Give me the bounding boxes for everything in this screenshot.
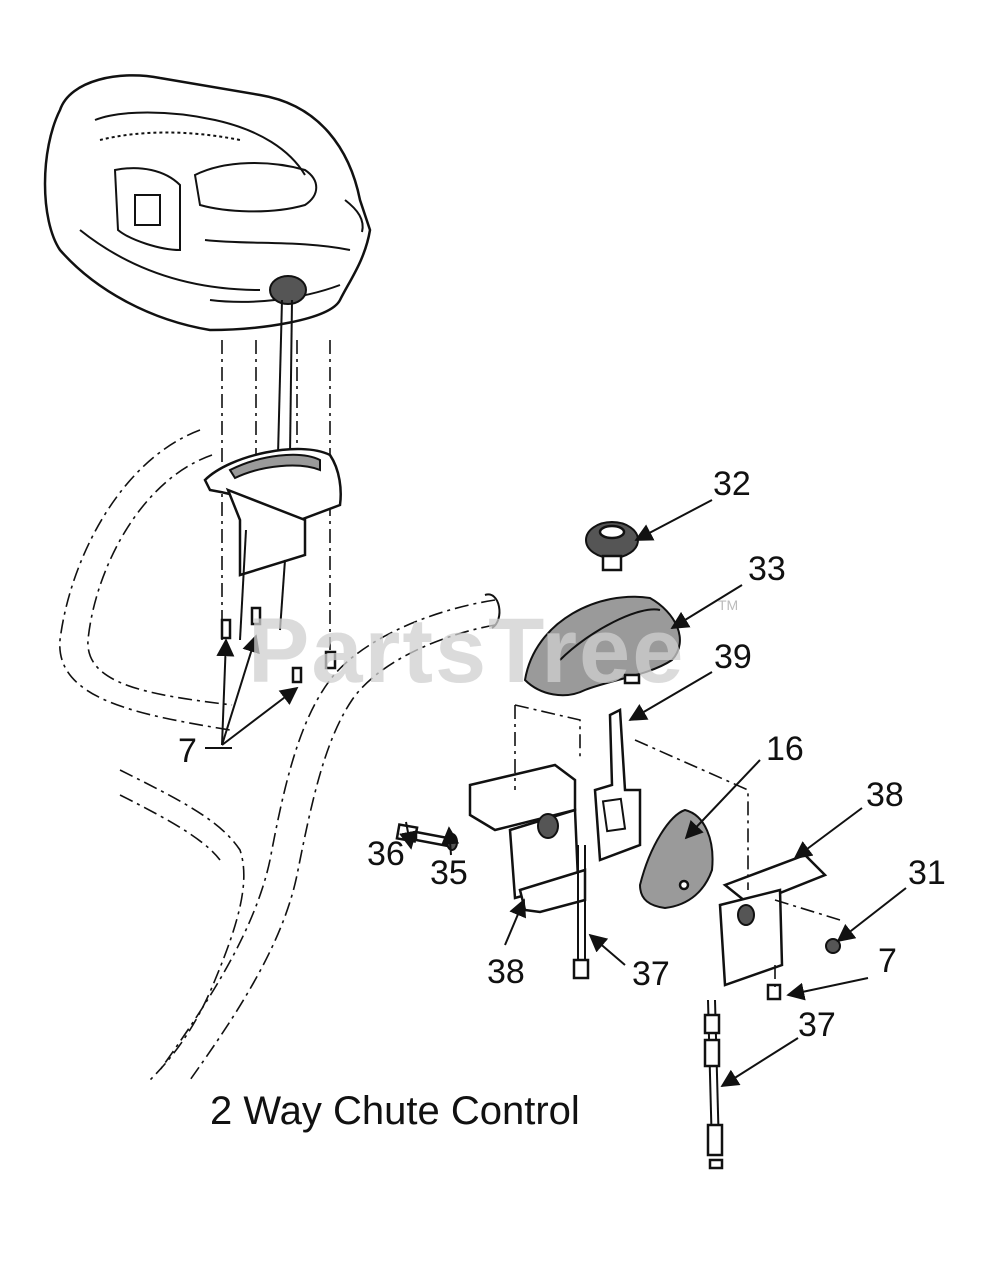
alignment-lines-right — [514, 704, 841, 990]
leader-lines — [205, 499, 907, 1087]
bracket-38-right — [703, 853, 841, 1170]
callout-33: 33 — [748, 550, 786, 588]
callout-numbers: 32 33 39 16 38 31 7 37 36 35 38 37 7 — [178, 465, 946, 1044]
watermark-trademark: TM — [718, 597, 738, 613]
watermark-text: PartsTree — [248, 600, 685, 702]
bracket-38-left — [468, 763, 590, 980]
callout-31: 31 — [908, 854, 946, 892]
assembled-chute-control — [203, 275, 342, 684]
dashboard-console — [43, 74, 372, 332]
callout-37-mid: 37 — [632, 955, 670, 993]
gear-16 — [638, 808, 714, 910]
knob-32 — [585, 521, 639, 572]
callout-39: 39 — [714, 638, 752, 676]
washer-35 — [446, 833, 458, 851]
callout-7-left: 7 — [178, 732, 197, 770]
callout-16: 16 — [766, 730, 804, 768]
callout-37-right: 37 — [798, 1006, 836, 1044]
callout-7-right: 7 — [878, 942, 897, 980]
watermark: PartsTree TM — [248, 597, 738, 702]
callout-38-bottom: 38 — [487, 953, 525, 991]
callout-36: 36 — [367, 835, 405, 873]
diagram-caption: 2 Way Chute Control — [210, 1089, 580, 1133]
callout-32: 32 — [713, 465, 751, 503]
cover-33 — [523, 595, 681, 697]
handlebar-outline — [59, 429, 501, 1081]
plate-39 — [593, 708, 642, 862]
callout-35: 35 — [430, 854, 468, 892]
callout-38-top: 38 — [866, 776, 904, 814]
